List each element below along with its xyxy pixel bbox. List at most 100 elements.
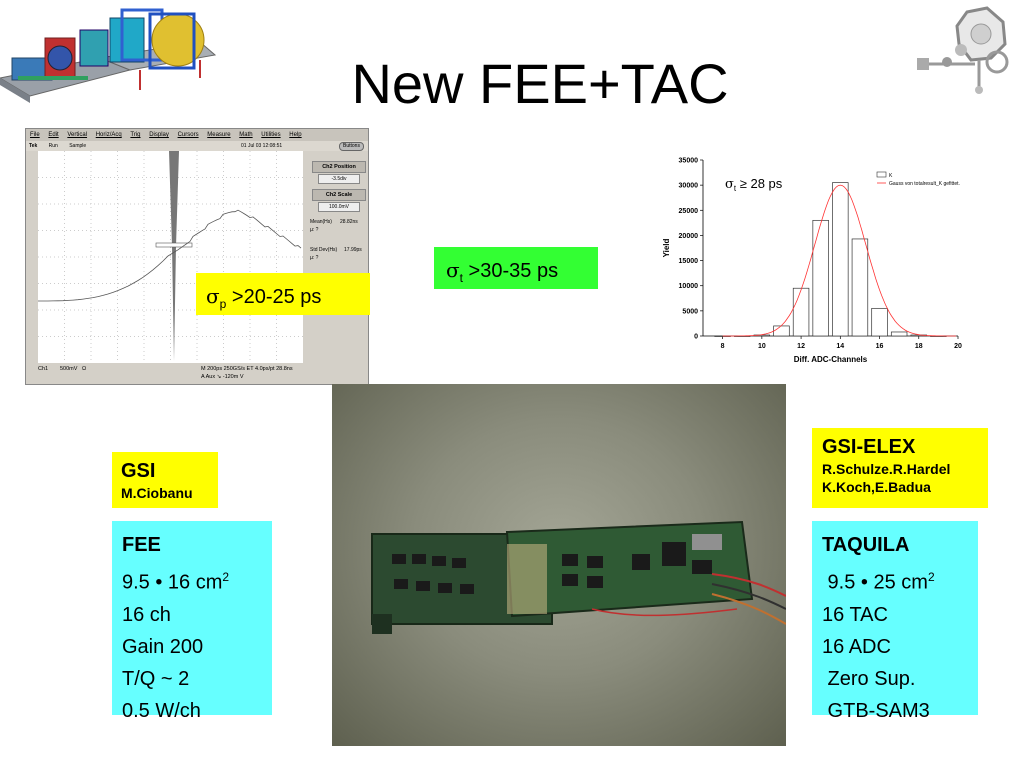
bullet-icon: •: [155, 571, 163, 594]
x-tick-label: 16: [876, 343, 884, 350]
x-tick-label: 20: [954, 343, 962, 350]
menu-item[interactable]: Utilities: [261, 132, 281, 138]
status-date: 01 Jul 03 12:08:51: [241, 143, 283, 149]
sigma-subscript: p: [219, 297, 227, 311]
elex-names-2: K.Koch,E.Badua: [822, 479, 931, 495]
fee-tq: T/Q ~ 2: [122, 667, 190, 690]
menu-item[interactable]: Vertical: [67, 132, 88, 138]
sigma-p-text: >20-25 ps: [226, 286, 322, 308]
legend-swatch-bar: [876, 171, 887, 178]
status-mode: Sample: [69, 143, 87, 149]
x-axis-label: Diff. ADC-Channels: [794, 355, 868, 364]
menu-item[interactable]: Measure: [207, 132, 231, 138]
sigma-symbol: σ: [446, 258, 460, 282]
fee-spec-box: FEE 9.5 • 16 cm2 16 ch Gain 200 T/Q ~ 2 …: [112, 521, 272, 722]
sigma-t-label: σt >30-35 ps: [434, 247, 598, 289]
slide-title: New FEE+TAC: [351, 52, 729, 115]
status-run: Run: [48, 143, 58, 149]
y-tick-label: 5000: [682, 308, 698, 315]
ch2-position-value[interactable]: -3.5div: [318, 174, 360, 184]
scope-waveform: [38, 151, 303, 363]
sigma-t-text: >30-35 ps: [463, 260, 559, 282]
detector-icon: [917, 6, 1009, 94]
status-brand: Tek: [29, 143, 38, 149]
buttons-toggle[interactable]: Buttons: [339, 142, 364, 151]
gsi-name: M.Ciobanu: [121, 485, 193, 501]
scope-status-bar: Tek Run Sample 01 Jul 03 12:08:51 Button…: [26, 141, 368, 151]
ch2-scale-value[interactable]: 100.0mV: [318, 202, 360, 212]
legend-entry: K: [889, 173, 893, 179]
histogram-bar: [792, 287, 810, 337]
pcb-illustration: [371, 520, 786, 634]
taquila-size-exponent: 2: [927, 570, 935, 584]
x-tick-label: 10: [758, 343, 766, 350]
bottom-ohm: Ω: [82, 366, 87, 372]
menu-item[interactable]: Edit: [48, 132, 59, 138]
histogram-box: [155, 242, 193, 248]
fee-power: 0.5 W/ch: [122, 699, 201, 722]
menu-item[interactable]: Math: [239, 132, 253, 138]
histogram-bar: [832, 182, 849, 337]
oscilloscope-screenshot: File Edit Vertical Horiz/Acq Trig Displa…: [25, 128, 369, 385]
bottom-time: M 200ps 250GS/s ET 4.0ps/pt 28.8ns: [201, 366, 293, 372]
menu-item[interactable]: Display: [149, 132, 169, 138]
elex-label-box: GSI-ELEX R.Schulze.R.Hardel K.Koch,E.Bad…: [812, 428, 988, 508]
fee-title: FEE: [122, 534, 161, 556]
menu-item[interactable]: Horiz/Acq: [95, 132, 122, 138]
y-tick-label: 15000: [679, 258, 699, 265]
menu-item[interactable]: Cursors: [177, 132, 199, 138]
menu-item[interactable]: File: [30, 132, 40, 138]
bottom-channel: Ch1: [38, 366, 49, 372]
x-tick-label: 18: [915, 343, 923, 350]
ch2-scale-label[interactable]: Ch2 Scale: [312, 189, 366, 201]
ch2-position-label[interactable]: Ch2 Position: [312, 161, 366, 173]
pulse-spike: [169, 151, 179, 361]
menu-item[interactable]: Trig: [130, 132, 141, 138]
gsi-label-box: GSI M.Ciobanu: [112, 452, 218, 508]
x-tick-label: 8: [721, 343, 725, 350]
taquila-size: 9.5 • 25 cm2: [822, 561, 968, 599]
elex-title: GSI-ELEX: [822, 436, 916, 458]
taquila-gtb: GTB-SAM3: [822, 699, 930, 722]
waveform-trace: [38, 209, 302, 302]
stddev-label: Std Dev(Hs): [310, 247, 338, 253]
y-tick-label: 20000: [679, 233, 699, 240]
x-tick-label: 14: [836, 343, 844, 350]
histogram-bar: [773, 325, 790, 337]
fee-size-exponent: 2: [222, 570, 230, 584]
fee-size-prefix: 9.5: [122, 571, 156, 594]
fee-channels: 16 ch: [122, 603, 171, 626]
scope-screen: [38, 151, 303, 363]
taquila-spec-box: TAQUILA 9.5 • 25 cm2 16 TAC 16 ADC Zero …: [812, 521, 978, 722]
legend-entry: Gauss von totalresult_K gefittet.: [889, 181, 960, 187]
sigma-annotation: σt ≥ 28 ps: [725, 176, 783, 193]
scope-menubar: File Edit Vertical Horiz/Acq Trig Displa…: [26, 129, 368, 141]
y-tick-label: 35000: [679, 158, 699, 165]
scope-side-panel: Ch2 Position -3.5div Ch2 Scale 100.0mV M…: [308, 151, 368, 363]
menu-item[interactable]: Help: [289, 132, 302, 138]
taquila-size-prefix: 9.5: [822, 571, 861, 594]
sigma-p-label: σp >20-25 ps: [196, 273, 370, 315]
scope-bottom-bar: Ch1 500mV Ω M 200ps 250GS/s ET 4.0ps/pt …: [26, 363, 368, 384]
board-photo: [332, 384, 786, 746]
taquila-adc: 16 ADC: [822, 635, 891, 658]
stddev-sub: µ: ?: [310, 255, 319, 261]
histogram-bar: [890, 331, 908, 337]
histogram-bar: [851, 238, 869, 337]
sigma-subscript: t: [459, 271, 463, 285]
stddev-value: 17.99ps: [344, 247, 362, 253]
sigma-symbol: σ: [206, 284, 220, 308]
mean-sub: µ: ?: [310, 227, 319, 233]
fee-size: 9.5 • 16 cm2: [122, 561, 262, 599]
y-tick-label: 10000: [679, 283, 699, 290]
fee-gain: Gain 200: [122, 635, 204, 658]
taquila-size-suffix: 25 cm: [867, 571, 928, 594]
y-tick-label: 25000: [679, 208, 699, 215]
mean-value: 28.82ns: [340, 219, 358, 225]
gsi-title: GSI: [121, 460, 156, 482]
taquila-title: TAQUILA: [822, 534, 910, 556]
y-tick-label: 30000: [679, 183, 699, 190]
bullet-icon: •: [860, 571, 868, 594]
elex-names-1: R.Schulze.R.Hardel: [822, 461, 951, 477]
